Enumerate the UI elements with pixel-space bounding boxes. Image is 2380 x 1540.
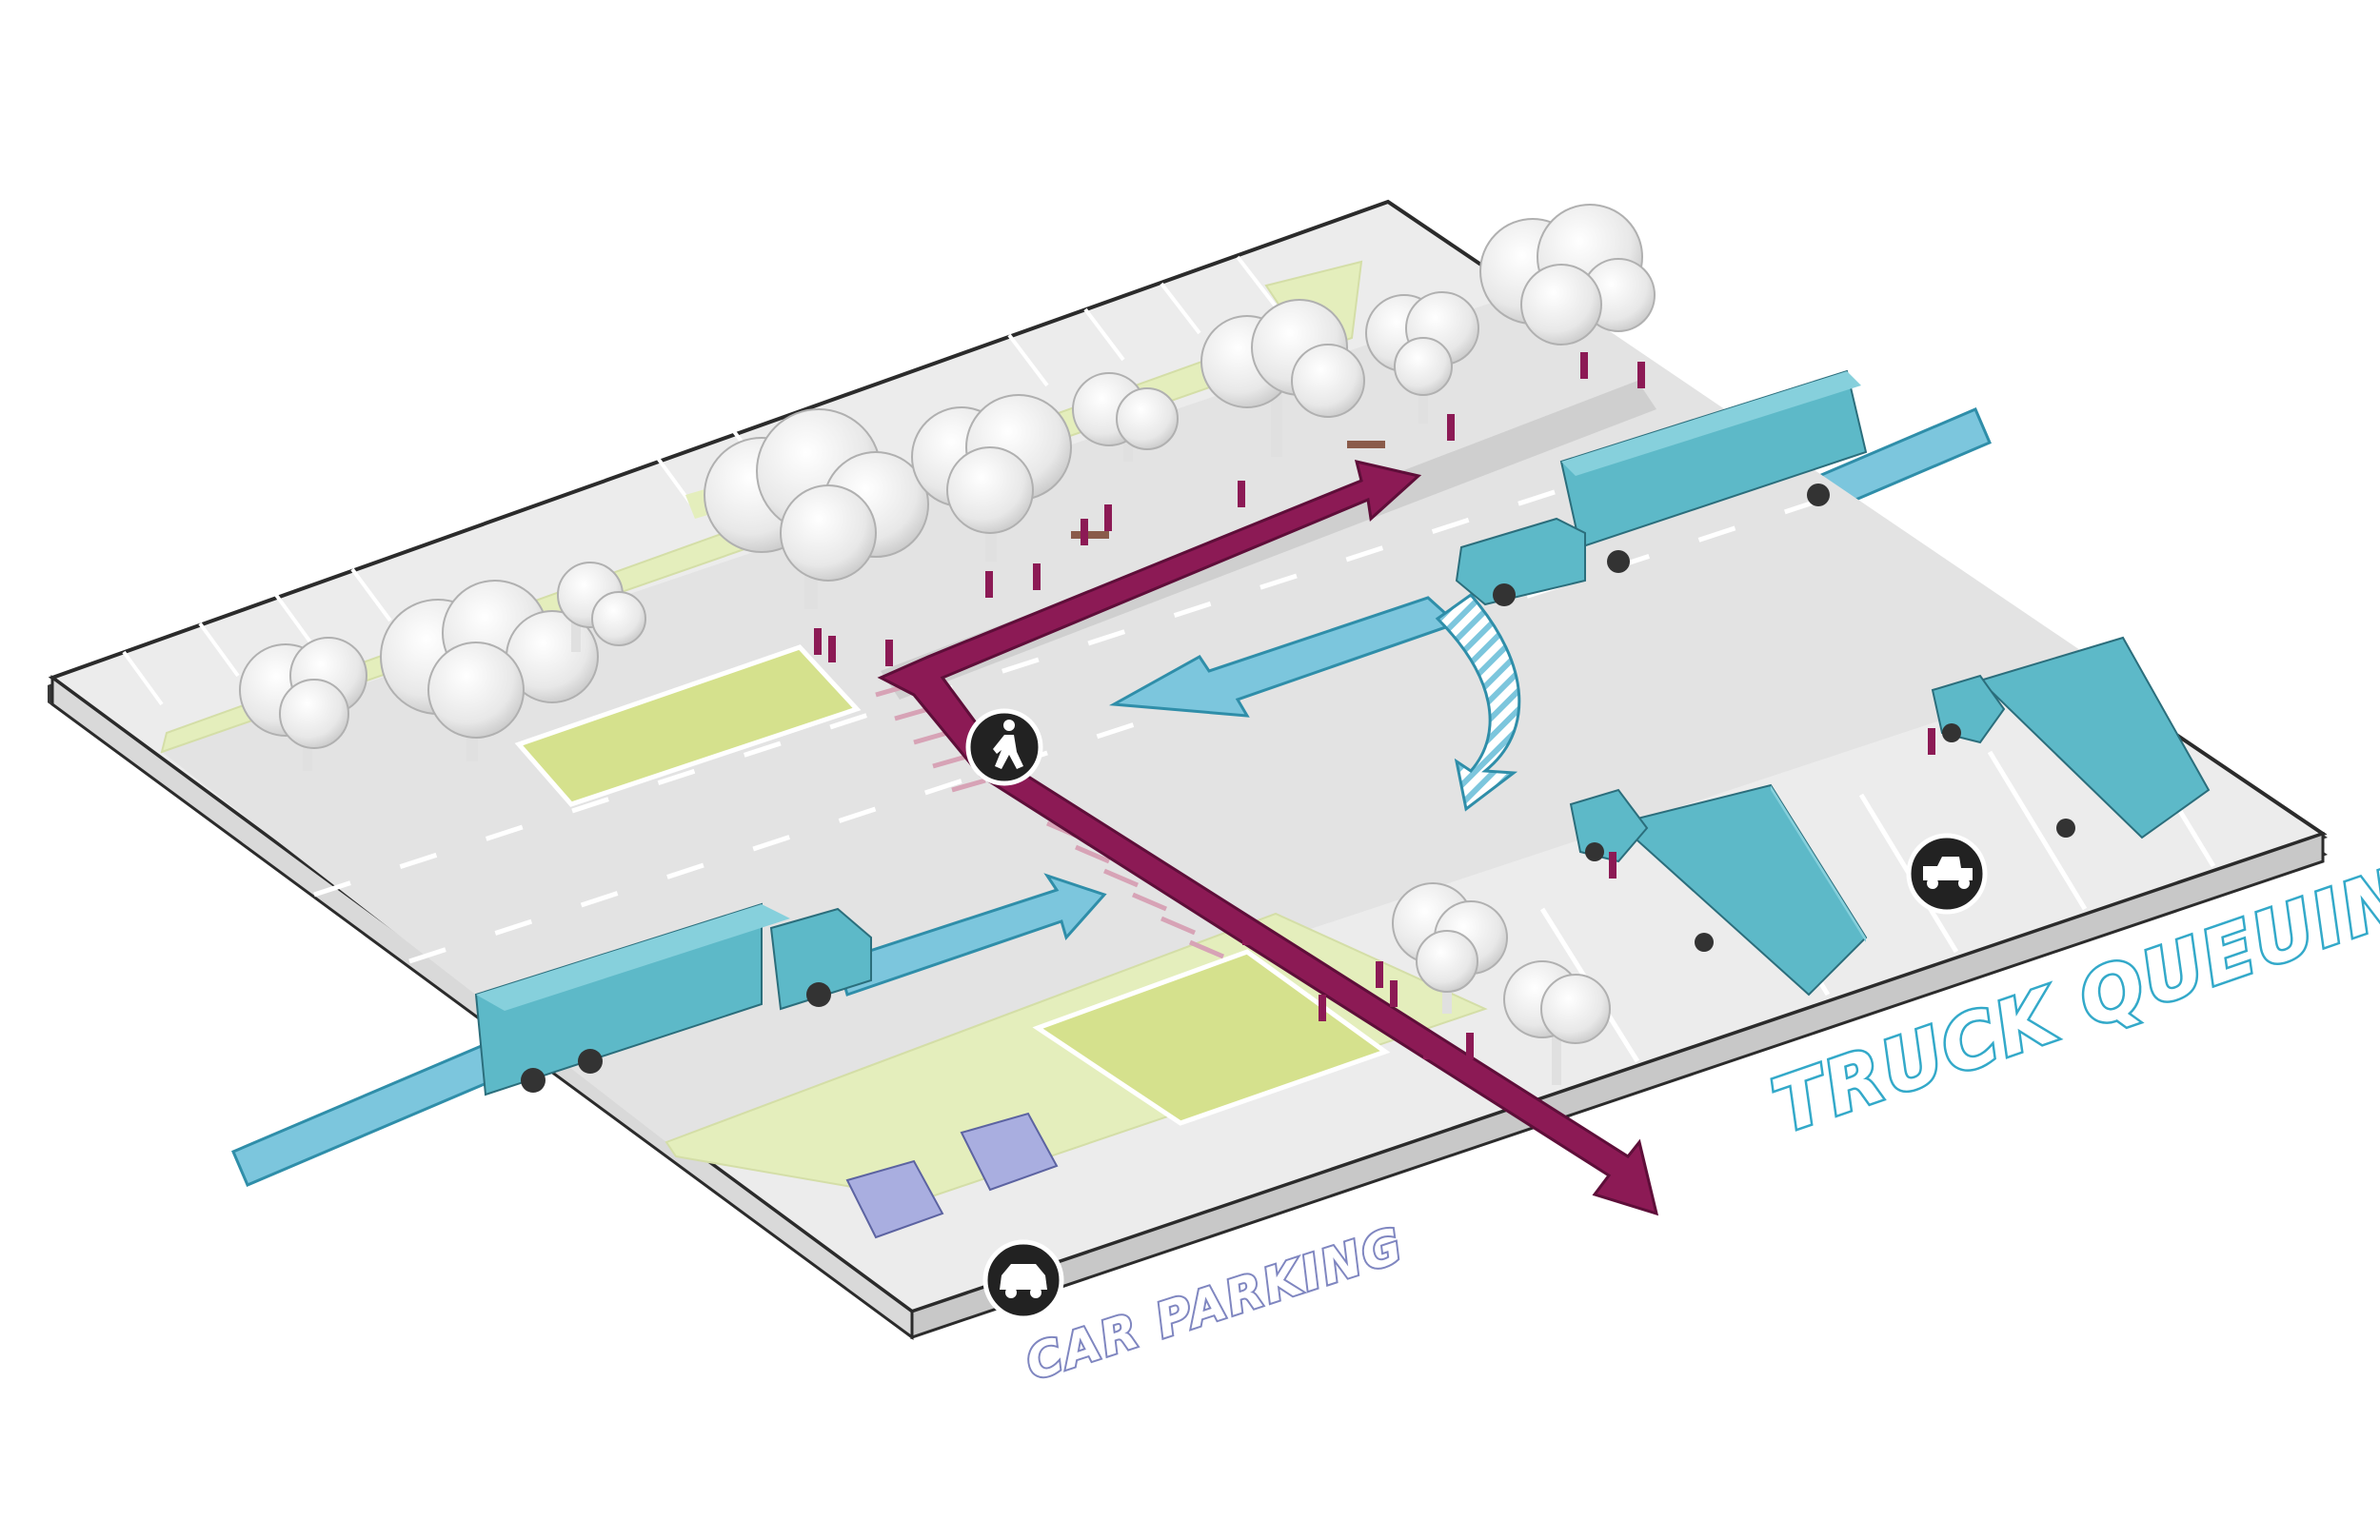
person [1390, 980, 1398, 1007]
person [1466, 1033, 1474, 1059]
tree [1503, 960, 1611, 1085]
tree [239, 637, 367, 771]
person [1104, 504, 1112, 531]
benches [1071, 441, 1385, 539]
person [1637, 362, 1645, 388]
tree [1365, 291, 1479, 424]
arrow-inbound [836, 873, 1107, 997]
car [960, 1112, 1059, 1192]
person [1580, 352, 1588, 379]
tree [1072, 372, 1179, 462]
person [985, 571, 993, 598]
crosswalk [875, 682, 1224, 959]
truck-moving-left-lane [474, 902, 872, 1096]
pedestrian-icon [965, 708, 1043, 786]
tree [911, 394, 1072, 562]
person [1376, 961, 1383, 988]
tree [704, 408, 929, 609]
person [885, 640, 893, 666]
person [1447, 414, 1455, 441]
person [1238, 481, 1245, 507]
bench [1347, 441, 1385, 448]
tree [1479, 204, 1656, 346]
person [1081, 519, 1088, 545]
truck-icon [1906, 833, 1988, 915]
car-icon [982, 1239, 1064, 1321]
tree [1200, 299, 1365, 457]
trees-top [239, 204, 1656, 771]
person [1928, 728, 1935, 755]
bench [1071, 531, 1109, 539]
arrow-outbound [1108, 596, 1459, 718]
person [1319, 995, 1326, 1021]
truck-turning-top [1455, 369, 1868, 606]
person [1033, 563, 1041, 590]
car [845, 1159, 944, 1239]
person [828, 636, 836, 662]
truck-flow-arrows [836, 592, 1521, 997]
parked-cars [845, 1112, 1059, 1239]
people [814, 352, 1935, 1059]
person [1609, 852, 1616, 879]
trees-bottom [1392, 882, 1611, 1085]
turn-arrow [1435, 592, 1521, 812]
person [1242, 918, 1250, 945]
truck-queued-front [1569, 783, 1868, 997]
landscape-bottom [664, 912, 1488, 1201]
person [814, 628, 822, 655]
person [1423, 1033, 1431, 1059]
tree [557, 562, 646, 652]
truck-queued-back [1931, 636, 2211, 839]
tree [1392, 882, 1508, 1014]
